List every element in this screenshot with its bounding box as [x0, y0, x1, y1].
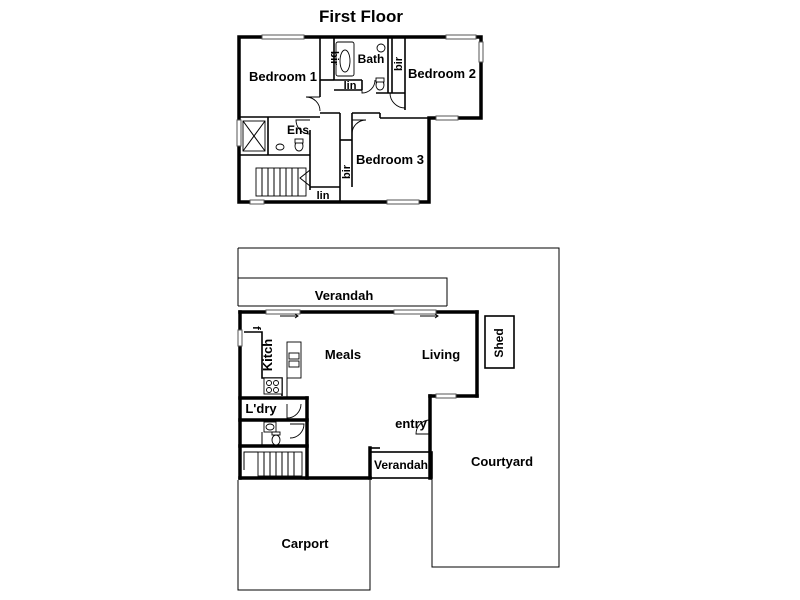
- ground-floor-windows: [237, 309, 457, 399]
- sliding-door-arrows: [280, 313, 439, 319]
- label-shed: Shed: [492, 328, 506, 357]
- label-bir-a: bir: [328, 51, 340, 66]
- label-verandah-top: Verandah: [315, 288, 374, 303]
- first-floor: First Floor: [236, 7, 484, 205]
- kitchen-cabinets: [244, 331, 302, 398]
- label-ens: Ens: [287, 123, 309, 137]
- ground-floor-fixtures: [243, 421, 303, 477]
- label-bir-c: bir: [341, 164, 353, 179]
- label-bedroom-2: Bedroom 2: [408, 66, 476, 81]
- first-floor-doors: [295, 79, 406, 135]
- ground-floor-labels: Verandah f Kitch Meals Living Shed L'dry…: [245, 288, 533, 551]
- label-bir-b: bir: [393, 56, 405, 71]
- first-floor-title: First Floor: [319, 7, 403, 26]
- label-courtyard: Courtyard: [471, 454, 533, 469]
- verandah-front: [369, 451, 433, 479]
- first-floor-fixtures: [242, 41, 386, 197]
- label-bedroom-3: Bedroom 3: [356, 152, 424, 167]
- label-lin-b: lin: [317, 190, 330, 202]
- label-meals: Meals: [325, 347, 361, 362]
- label-lin-a: lin: [344, 80, 357, 92]
- first-floor-windows: [236, 34, 484, 205]
- ground-floor-doors: [286, 403, 431, 449]
- first-floor-interior-walls: [239, 37, 429, 202]
- ground-floor: Verandah f Kitch Meals Living Shed L'dry…: [237, 247, 560, 591]
- site-boundary: [237, 247, 560, 591]
- label-ldry: L'dry: [245, 401, 277, 416]
- label-carport: Carport: [282, 536, 330, 551]
- label-verandah-bottom: Verandah: [374, 458, 428, 472]
- label-entry: entry: [395, 416, 428, 431]
- shed: [484, 315, 515, 369]
- label-fridge: f: [250, 326, 262, 330]
- label-bath: Bath: [358, 52, 385, 66]
- label-kitch: Kitch: [260, 339, 275, 372]
- label-living: Living: [422, 347, 460, 362]
- first-floor-labels: Bedroom 1 Bedroom 2 Bedroom 3 Bath Ens b…: [249, 51, 476, 202]
- label-bedroom-1: Bedroom 1: [249, 69, 317, 84]
